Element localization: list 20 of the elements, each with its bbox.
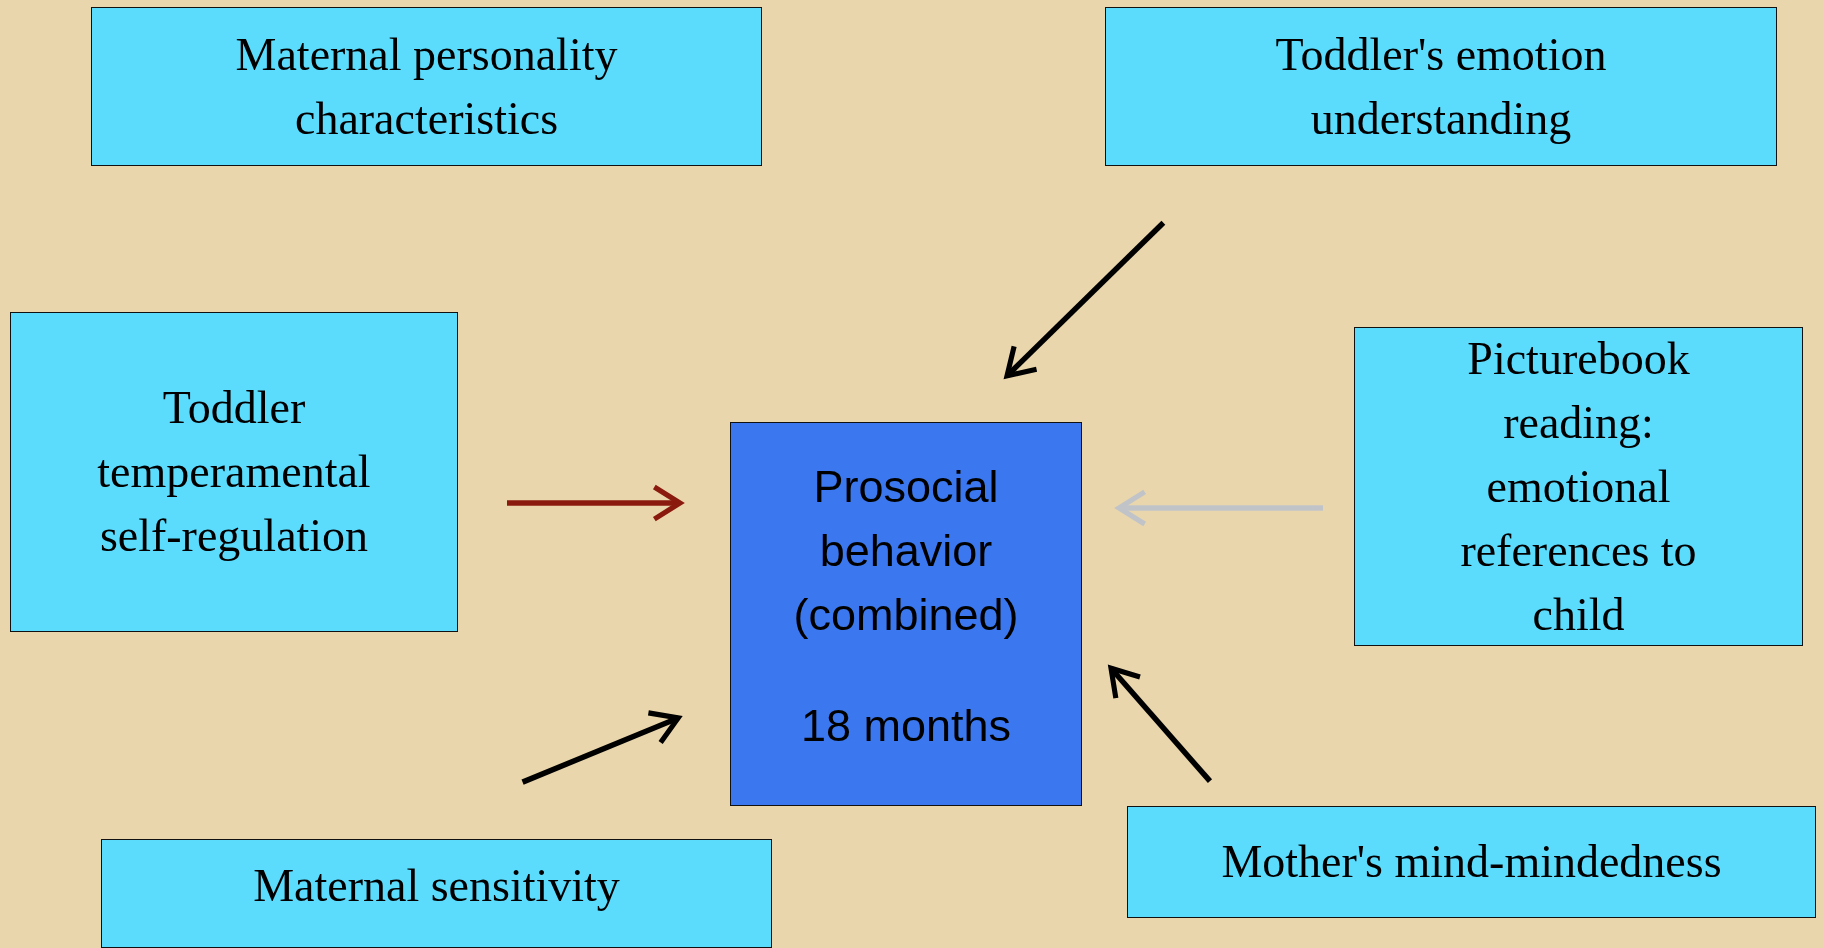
arrow [521,710,681,785]
box-label: Maternal sensitivity [253,859,620,913]
factor-box [91,7,762,166]
box-label: Toddler's emotion understanding [1274,27,1608,146]
factor-box [1105,7,1777,166]
factor-box [10,312,458,632]
factor-box [101,839,772,948]
arrow [507,484,683,522]
box-label: Prosocial behavior (combined) [792,460,1020,642]
box-label: Maternal personality characteristics [234,27,619,146]
outcome-box [730,422,1082,806]
box-label: Picturebook reading: emotional references to child [1459,331,1698,642]
factor-box [1354,327,1803,646]
arrow [1116,489,1323,527]
factor-box [1127,806,1816,918]
box-label: Toddler temperamental self-regulation [96,381,372,563]
arrow [1004,220,1166,379]
arrow [1108,665,1213,783]
box-sublabel: 18 months [800,699,1012,753]
box-label: Mother's mind-mindedness [1221,835,1722,889]
